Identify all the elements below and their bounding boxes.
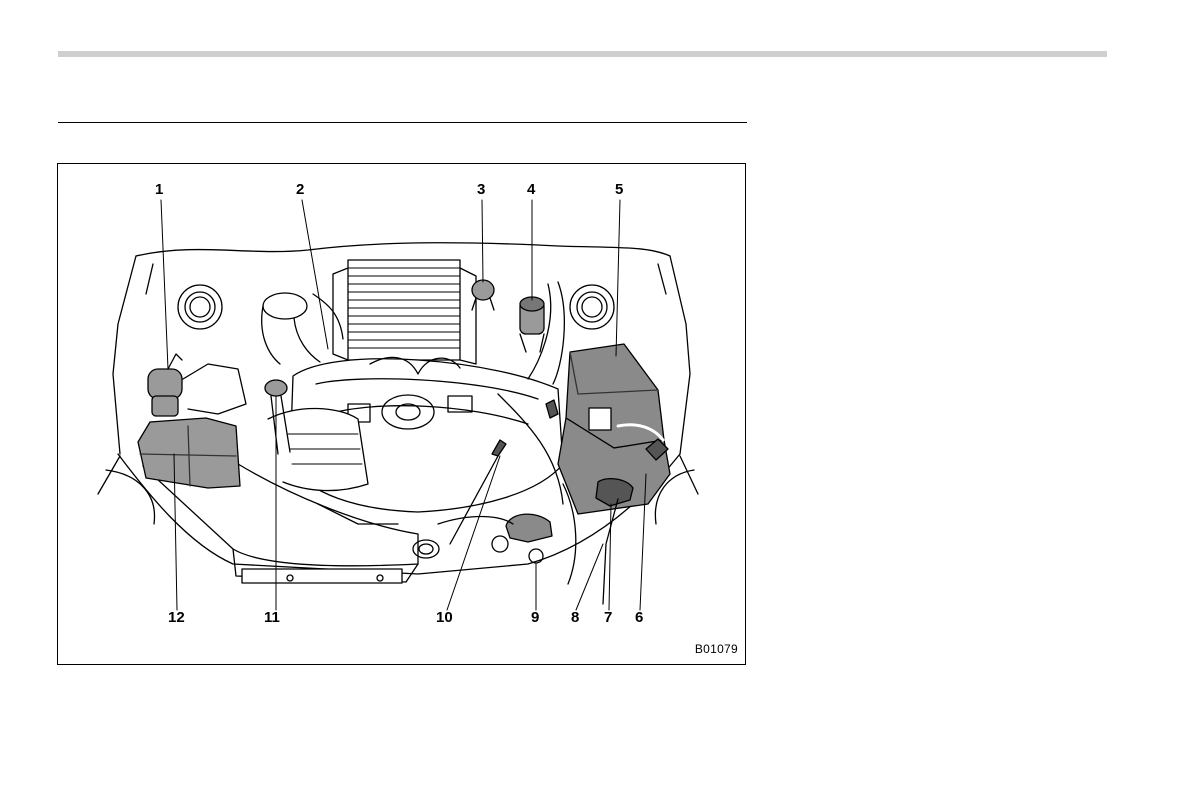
item-9-brake-reservoir xyxy=(506,514,552,542)
engine-compartment-illustration xyxy=(58,164,745,664)
figure-code: B01079 xyxy=(695,642,738,656)
callout-1: 1 xyxy=(155,182,163,198)
hood-outline xyxy=(136,243,670,256)
callout-6: 6 xyxy=(635,610,643,626)
item-1-reservoir xyxy=(148,369,182,399)
callout-11: 11 xyxy=(264,610,280,626)
callout-12: 12 xyxy=(168,610,185,626)
callout-2: 2 xyxy=(296,182,304,198)
callout-9: 9 xyxy=(531,610,539,626)
callout-5: 5 xyxy=(615,182,623,198)
engine-diagram-frame: 1 2 3 4 5 12 11 10 9 8 7 6 B01079 xyxy=(57,163,746,665)
callout-4: 4 xyxy=(527,182,535,198)
callout-3: 3 xyxy=(477,182,485,198)
header-rule xyxy=(58,51,1107,57)
callout-8: 8 xyxy=(571,610,579,626)
item-3-cap xyxy=(472,280,494,300)
hood-edge-left xyxy=(113,256,136,454)
section-divider xyxy=(58,122,747,123)
callout-7: 7 xyxy=(604,610,612,626)
hood-edge-right xyxy=(670,256,690,454)
intercooler xyxy=(348,260,460,360)
item-11-radiator-cap xyxy=(265,380,287,396)
callout-10: 10 xyxy=(436,610,453,626)
